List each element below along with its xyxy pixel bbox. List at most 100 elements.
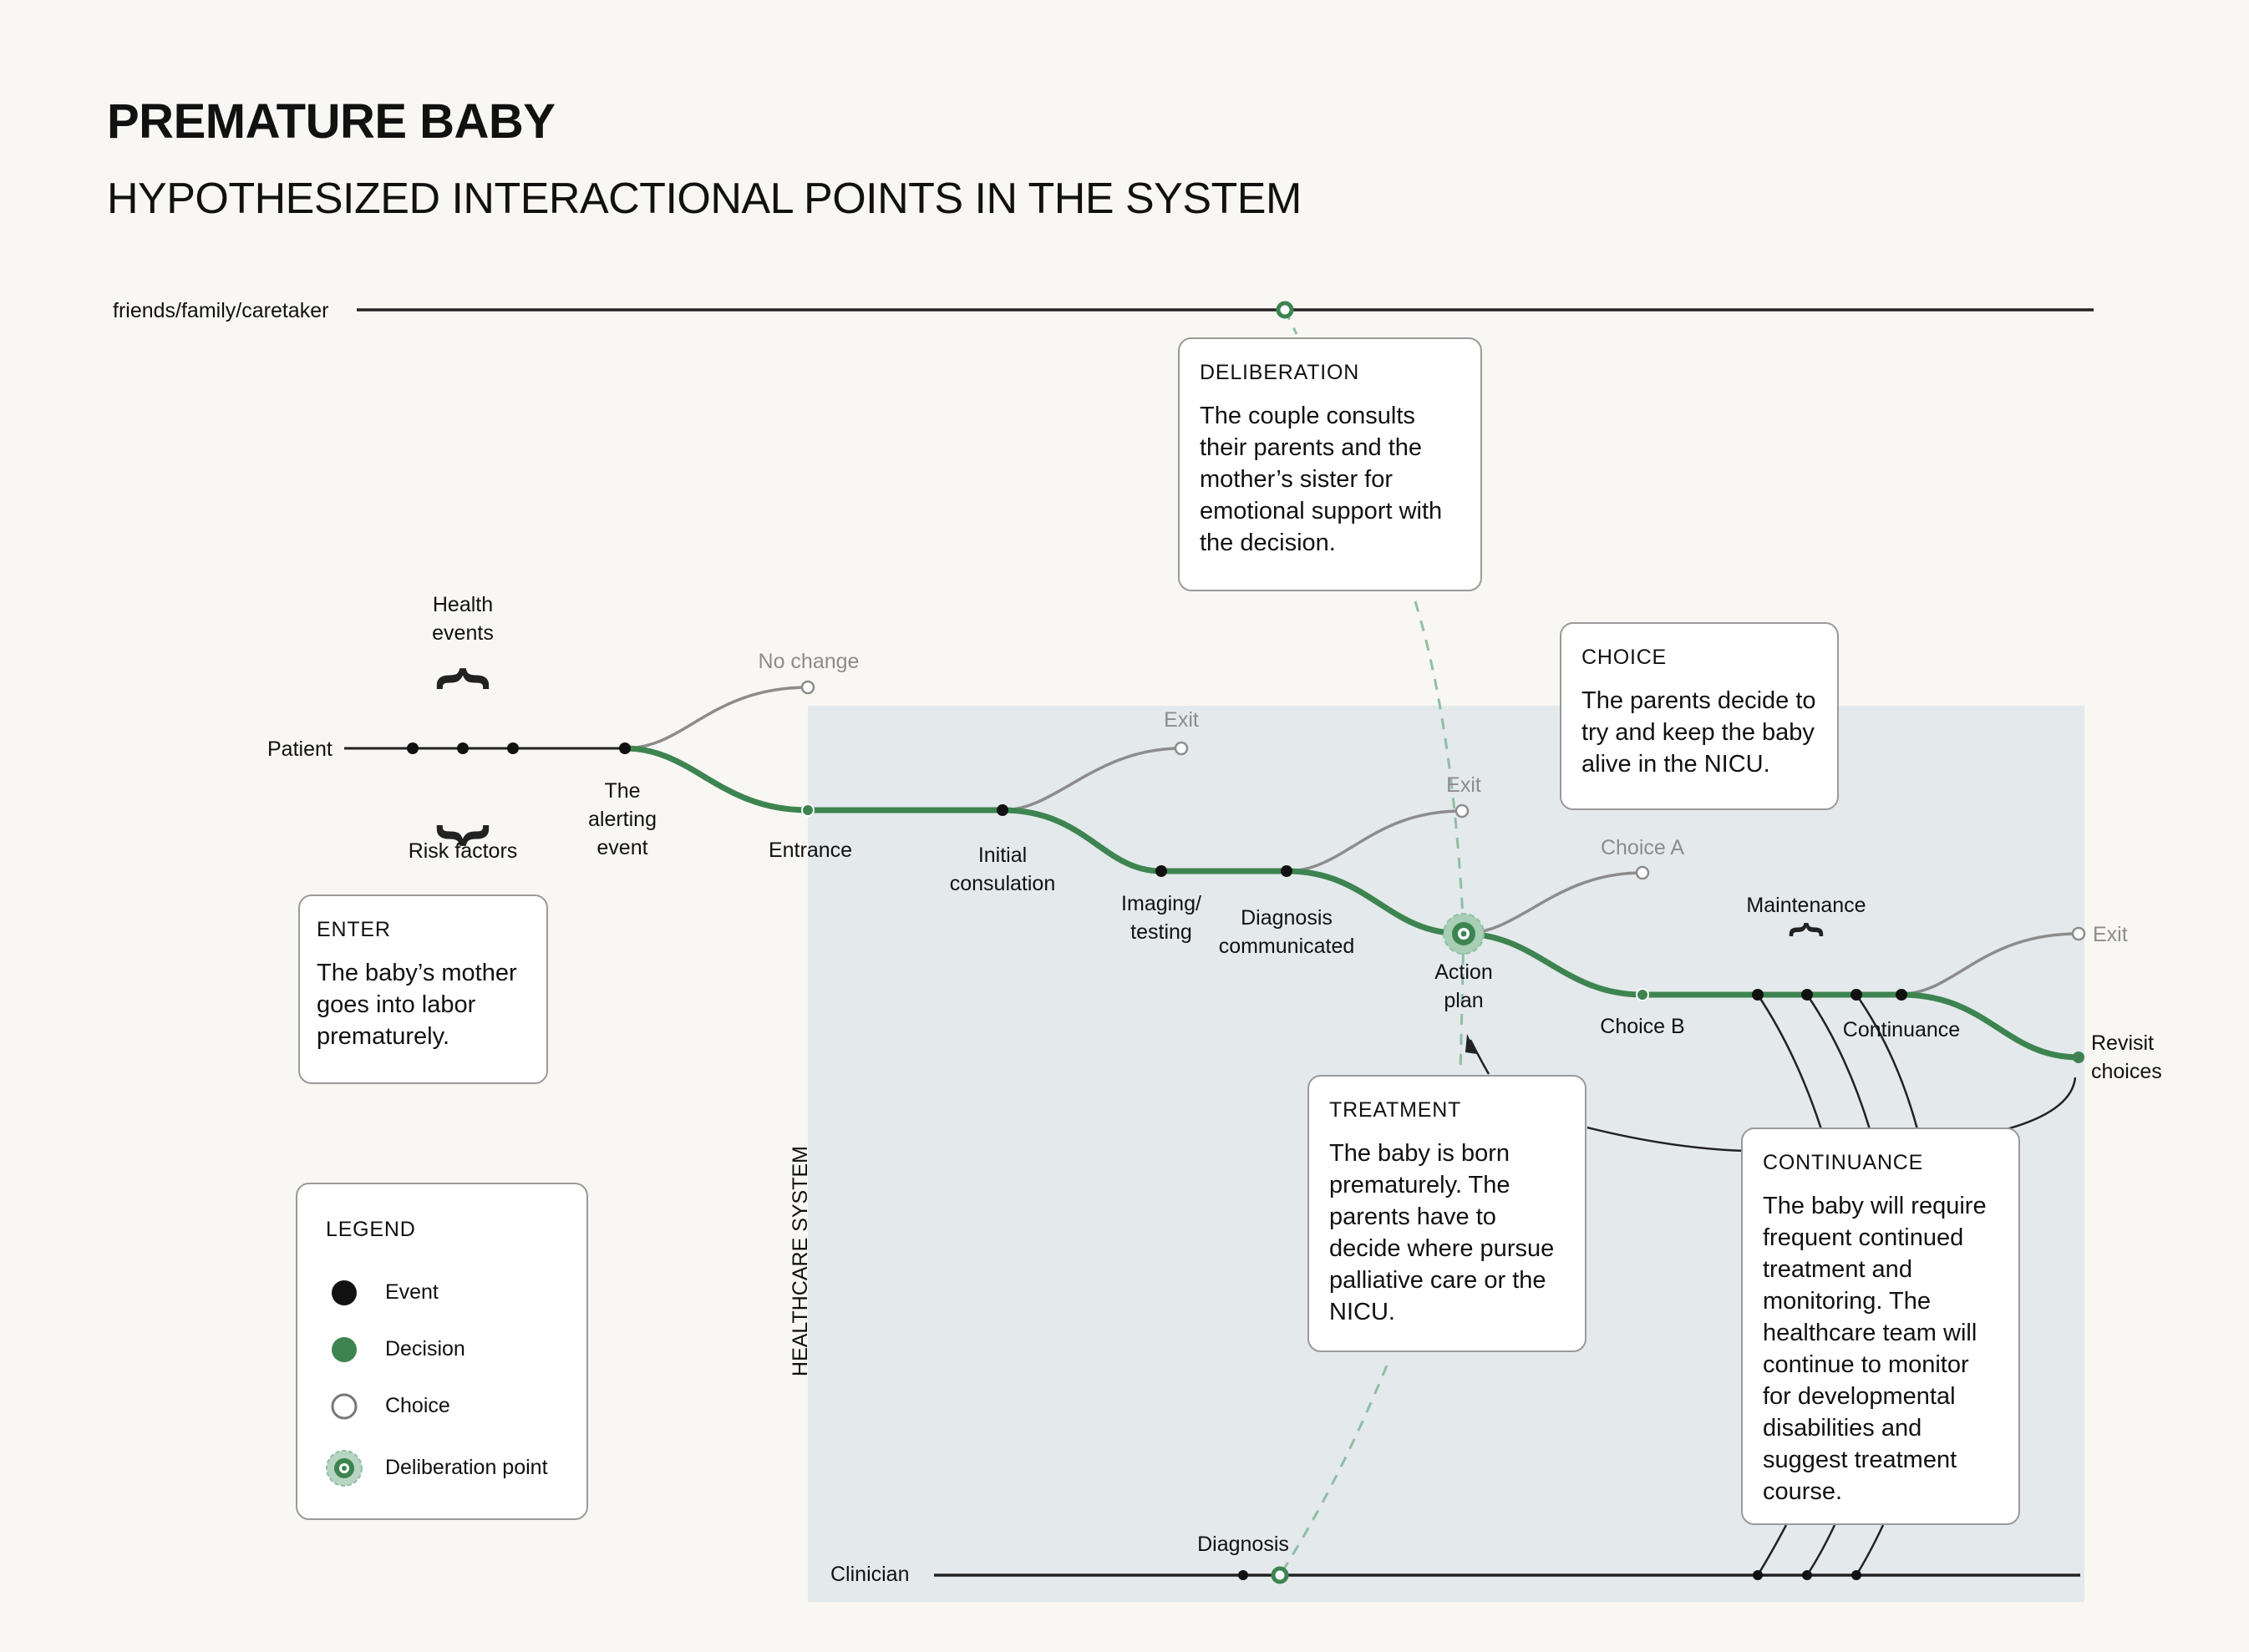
deliberation-point-icon: [1443, 913, 1485, 955]
maintenance-dot: [1850, 989, 1862, 1001]
legend-title: LEGEND: [326, 1218, 416, 1241]
choice-circles: [800, 680, 2086, 941]
choice-card-body: The parents decide to try and keep the b…: [1581, 687, 1816, 778]
choice-branches: [624, 686, 2079, 996]
treatment-arrow-line: [1469, 1039, 1490, 1075]
legend-row-event: Event: [327, 1276, 439, 1310]
revisit-connector: [2006, 1077, 2077, 1131]
legend-row-choice: Choice: [327, 1390, 450, 1423]
event-dot: [457, 742, 469, 754]
maintenance-dot: [1752, 989, 1764, 1001]
decision-path: [622, 745, 2082, 1061]
page-subtitle: HYPOTHESIZED INTERACTIONAL POINTS IN THE…: [107, 175, 1302, 223]
deliberation-card-title: DELIBERATION: [1200, 361, 1360, 384]
event-dots: [407, 742, 1907, 1580]
no-change-branch: [624, 686, 809, 750]
continuance-label: Continuance: [1843, 1018, 1960, 1041]
treatment-connector: [1586, 1126, 1745, 1153]
maintenance-brace: ⏞: [1789, 921, 1824, 990]
family-lane-label: friends/family/caretaker: [113, 299, 328, 322]
choice-b-decision-dot: [1636, 988, 1649, 1001]
exit-branch-1: [1002, 747, 1182, 812]
clinician-decision-dot: [1271, 1566, 1289, 1584]
choice-circle-icon: [331, 1393, 358, 1420]
continuance-connector: [1756, 994, 1823, 1130]
risk-factors-label: Risk factors: [409, 839, 518, 863]
no-change-choice-circle: [800, 680, 815, 695]
exit-label-2: Exit: [1446, 773, 1481, 797]
exit-choice-circle: [1174, 741, 1189, 756]
treatment-card-body: The baby is born prematurely. The parent…: [1329, 1140, 1555, 1325]
entrance-decision-dot: [801, 803, 815, 817]
maintenance-label: Maintenance: [1746, 894, 1866, 917]
deliberation-link-treatment: [1459, 933, 1465, 1074]
legend-row-deliberation: Deliberation point: [326, 1448, 548, 1488]
legend-label-deliberation: Deliberation point: [384, 1455, 548, 1479]
event-dot-icon: [332, 1280, 357, 1305]
event-dot: [407, 742, 419, 754]
deliberation-card-body: The couple consults their parents and th…: [1200, 403, 1443, 556]
decision-path-segment: [622, 745, 2082, 1061]
decision-dot-icon: [332, 1337, 357, 1362]
exit-label-3: Exit: [2093, 923, 2128, 946]
deliberation-link-action: [1414, 600, 1465, 935]
treatment-card-title: TREATMENT: [1329, 1098, 1462, 1122]
decision-dots: [801, 301, 2084, 1584]
diagnosis-communicated-dot: [1281, 865, 1292, 877]
family-decision-dot: [1276, 301, 1294, 319]
deliberation-card: DELIBERATION The couple consults their p…: [1178, 337, 1482, 591]
exit-branch-3: [1901, 932, 2079, 996]
imaging-label: Imaging/testing: [1121, 892, 1201, 944]
initial-consultation-dot: [997, 804, 1008, 816]
exit-choice-circle: [2071, 926, 2086, 941]
clinician-event-dot: [1851, 1570, 1861, 1580]
health-events-brace: ⏞: [436, 667, 490, 772]
choice-card-title: CHOICE: [1581, 646, 1668, 669]
choice-a-circle: [1635, 865, 1650, 880]
legend-label-choice: Choice: [384, 1393, 450, 1417]
treatment-card: TREATMENT The baby is born prematurely. …: [1307, 1075, 1586, 1352]
exit-branch-2: [1286, 809, 1463, 873]
choice-card: CHOICE The parents decide to try and kee…: [1560, 622, 1839, 810]
clinician-event-dot: [1238, 1570, 1248, 1580]
event-dot: [507, 742, 519, 754]
patient-lane-label: Patient: [267, 737, 333, 761]
clinician-event-dot: [1802, 1570, 1812, 1580]
entrance-label: Entrance: [769, 839, 852, 862]
continuance-dot: [1896, 989, 1907, 1001]
page-title: PREMATURE BABY: [107, 94, 556, 149]
exit-choice-circle: [1454, 803, 1470, 818]
continuance-connector: [1855, 994, 1919, 1130]
healthcare-system-label: HEALTHCARE SYSTEM: [789, 1146, 812, 1376]
legend-row-decision: Decision: [327, 1333, 465, 1366]
maintenance-dot: [1801, 989, 1813, 1001]
continuance-card-body: The baby will require frequent continued…: [1763, 1193, 1987, 1505]
enter-card: ENTER The baby’s mother goes into labor …: [298, 894, 548, 1084]
clinician-lane-label: Clinician: [830, 1563, 909, 1586]
legend-label-decision: Decision: [384, 1336, 465, 1361]
enter-card-title: ENTER: [317, 918, 391, 941]
enter-card-body: The baby’s mother goes into labor premat…: [317, 960, 517, 1050]
diagnosis-label: Diagnosis: [1197, 1533, 1289, 1556]
revisit-decision-dot: [2073, 1052, 2084, 1063]
deliberation-link-clinician: [1278, 1365, 1388, 1576]
exit-label-1: Exit: [1164, 708, 1199, 732]
legend-label-event: Event: [384, 1280, 439, 1304]
no-change-label: No change: [759, 650, 860, 673]
continuance-card: CONTINUANCE The baby will require freque…: [1741, 1128, 2020, 1525]
continuance-card-title: CONTINUANCE: [1763, 1151, 1924, 1174]
clinician-event-dot: [1753, 1570, 1763, 1580]
alerting-event-dot: [619, 742, 631, 754]
choice-a-label: Choice A: [1601, 836, 1684, 859]
imaging-dot: [1155, 865, 1167, 877]
legend-card: LEGEND Event Decision Choice Deliberatio…: [296, 1183, 588, 1520]
continuance-connector: [1805, 994, 1871, 1130]
arrow-head-icon: [1465, 1034, 1477, 1054]
